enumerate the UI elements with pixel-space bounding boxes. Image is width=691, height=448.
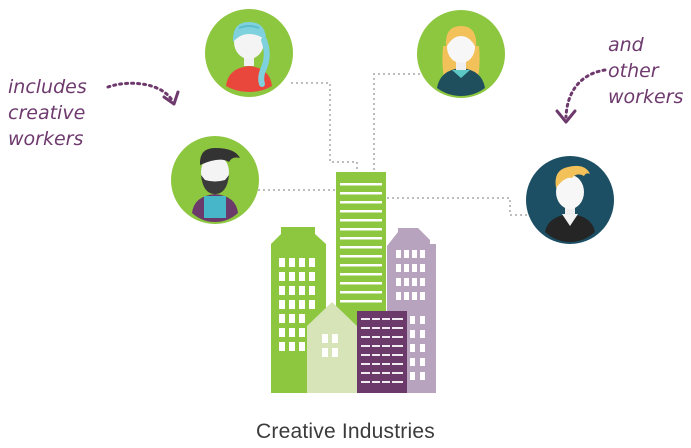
connector-avatar2	[373, 73, 420, 178]
annotation-line: other	[608, 60, 659, 82]
connector-avatar4	[386, 197, 527, 216]
annotation-line: workers	[608, 86, 684, 108]
annotation-includes-creative-workers: includes creative workers	[8, 74, 87, 152]
avatar-woman-blonde	[417, 10, 505, 98]
buildings-illustration	[271, 172, 436, 393]
annotation-line: workers	[8, 128, 84, 150]
diagram-caption: Creative Industries	[256, 420, 435, 443]
building-light-green-house	[307, 302, 357, 393]
avatar-woman-blue-hair	[205, 9, 293, 97]
avatar-bearded-man	[171, 136, 259, 224]
connector-lines	[258, 73, 527, 216]
arrow-right-icon	[555, 68, 607, 124]
arrow-left-icon	[106, 81, 180, 106]
annotation-and-other-workers: and other workers	[608, 32, 683, 110]
annotation-line: includes	[8, 76, 87, 98]
annotation-line: and	[608, 34, 644, 56]
annotation-line: creative	[8, 102, 86, 124]
avatar-blond-man	[526, 156, 614, 244]
connector-avatar1	[291, 82, 358, 178]
building-purple	[357, 311, 407, 393]
